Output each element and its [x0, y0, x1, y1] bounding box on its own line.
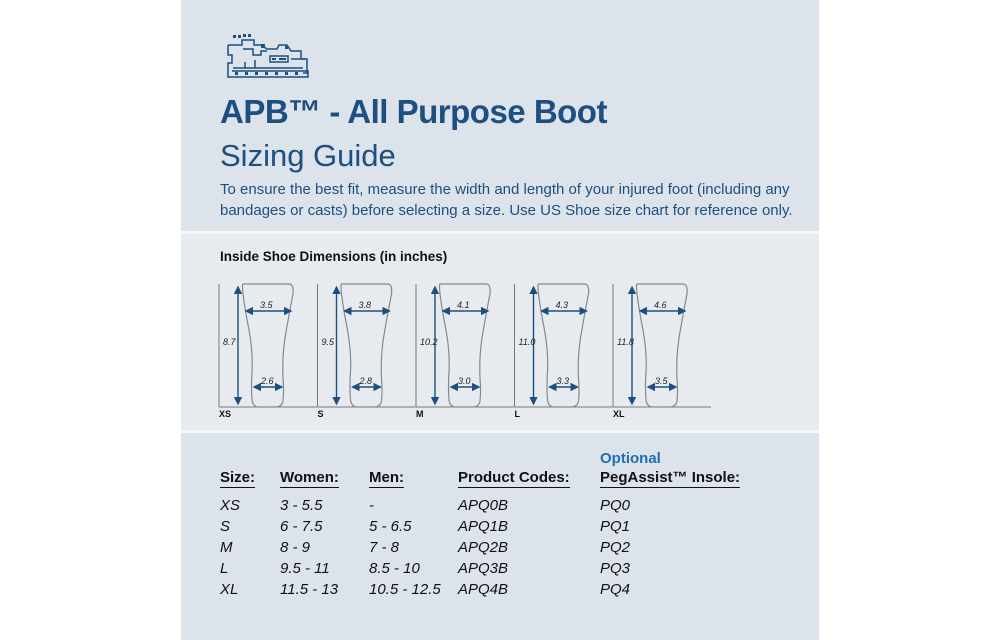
- table-row: M 8 - 9 7 - 8 APQ2B PQ2: [220, 539, 780, 560]
- insole-outline: [241, 283, 294, 408]
- cell-product-code: APQ1B: [458, 518, 509, 535]
- cell-product-code: APQ0B: [458, 497, 509, 514]
- header-women: Women:: [280, 469, 339, 488]
- size-label: M: [416, 409, 424, 419]
- cell-women: 8 - 9: [280, 539, 311, 556]
- sizing-guide-sheet: APB™ - All Purpose Boot Sizing Guide To …: [181, 0, 819, 640]
- table-row: XS 3 - 5.5 - APQ0B PQ0: [220, 497, 780, 518]
- intro-text: To ensure the best fit, measure the widt…: [220, 181, 793, 219]
- length-label: 11.0: [519, 337, 536, 347]
- shoe-diagram-s: 9.5 3.8 2.8S: [317, 283, 416, 419]
- dimensions-heading: Inside Shoe Dimensions (in inches): [220, 249, 448, 264]
- cell-women: 9.5 - 11: [280, 560, 330, 577]
- heel-width-label: 2.6: [260, 376, 274, 386]
- cell-product-code: APQ3B: [458, 560, 509, 577]
- shoe-diagram-m: 10.2 4.1 3.0M: [415, 283, 514, 419]
- cell-men: 8.5 - 10: [369, 560, 420, 577]
- shoe-diagram-xs: 8.7 3.5 2.6XS: [218, 283, 317, 419]
- table-row: L 9.5 - 11 8.5 - 10 APQ3B PQ3: [220, 560, 780, 581]
- table-row: XL 11.5 - 13 10.5 - 12.5 APQ4B PQ4: [220, 581, 780, 602]
- length-label: 9.5: [322, 337, 336, 347]
- top-width-label: 4.1: [457, 300, 470, 310]
- insole-outline: [340, 283, 393, 408]
- top-width-label: 4.3: [556, 300, 569, 310]
- table-row: S 6 - 7.5 5 - 6.5 APQ1B PQ1: [220, 518, 780, 539]
- heel-width-label: 3.5: [655, 376, 669, 386]
- optional-label: Optional: [600, 450, 661, 467]
- shoe-diagram-xl: 11.8 4.6 3.5XL: [612, 283, 711, 419]
- cell-men: 5 - 6.5: [369, 518, 412, 535]
- size-label: L: [515, 409, 521, 419]
- insole-outline: [438, 283, 491, 408]
- heel-width-label: 2.8: [359, 376, 373, 386]
- header-product-codes: Product Codes:: [458, 469, 570, 488]
- cell-men: -: [369, 497, 374, 514]
- size-label: S: [318, 409, 324, 419]
- length-label: 8.7: [223, 337, 237, 347]
- insole-outline: [635, 283, 688, 408]
- boot-logo-icon: [227, 34, 309, 78]
- cell-insole: PQ3: [600, 560, 631, 577]
- divider: [181, 231, 819, 234]
- cell-men: 10.5 - 12.5: [369, 581, 441, 598]
- cell-insole: PQ2: [600, 539, 631, 556]
- cell-size: XS: [220, 497, 241, 514]
- dimensions-band: [181, 234, 819, 430]
- cell-product-code: APQ4B: [458, 581, 509, 598]
- heel-width-label: 3.0: [458, 376, 471, 386]
- cell-size: S: [220, 518, 231, 535]
- length-label: 10.2: [420, 337, 438, 347]
- cell-size: L: [220, 560, 229, 577]
- cell-insole: PQ0: [600, 497, 631, 514]
- shoe-dimension-diagrams: 8.7 3.5 2.6XS 9.5 3.8 2.8S 10.2 4.1 3.0M 11.0 4.3 3…: [218, 283, 711, 419]
- heel-width-label: 3.3: [557, 376, 570, 386]
- cell-product-code: APQ2B: [458, 539, 509, 556]
- header-size: Size:: [220, 469, 256, 488]
- header-insole: PegAssist™ Insole:: [600, 469, 741, 488]
- insole-outline: [537, 283, 590, 408]
- page-subtitle: Sizing Guide: [220, 138, 396, 173]
- cell-women: 11.5 - 13: [280, 581, 339, 598]
- size-label: XS: [219, 409, 231, 419]
- divider: [181, 430, 819, 433]
- cell-women: 3 - 5.5: [280, 497, 323, 514]
- cell-insole: PQ1: [600, 518, 631, 535]
- cell-insole: PQ4: [600, 581, 631, 598]
- top-width-label: 4.6: [654, 300, 667, 310]
- size-label: XL: [613, 409, 625, 419]
- header-men: Men:: [369, 469, 404, 488]
- page-title: APB™ - All Purpose Boot: [220, 93, 607, 130]
- cell-size: M: [220, 539, 233, 556]
- top-width-label: 3.5: [260, 300, 274, 310]
- top-width-label: 3.8: [359, 300, 372, 310]
- cell-size: XL: [220, 581, 239, 598]
- table-header-row: Size: Women: Men: Product Codes: PegAssi…: [220, 469, 780, 491]
- length-label: 11.8: [617, 337, 634, 347]
- cell-women: 6 - 7.5: [280, 518, 323, 535]
- cell-men: 7 - 8: [369, 539, 400, 556]
- shoe-diagram-l: 11.0 4.3 3.3L: [514, 283, 613, 419]
